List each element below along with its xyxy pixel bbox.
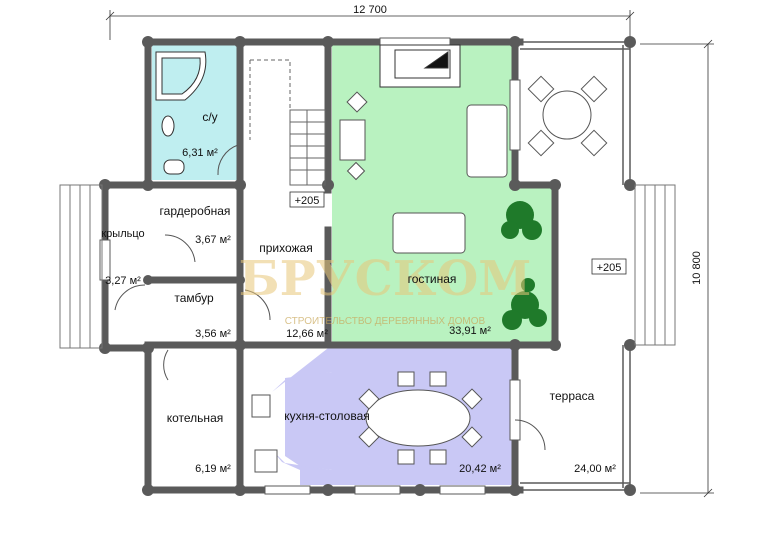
- width-dimension: 12 700: [353, 4, 387, 16]
- porch-steps: [59, 184, 676, 349]
- fireplace: [379, 44, 461, 88]
- living-area: 33,91 м²: [449, 325, 491, 337]
- terrace-level: +205: [597, 262, 622, 274]
- porch-area: 3,27 м²: [105, 275, 141, 287]
- watermark-logo: БРУСКОМ СТРОИТЕЛЬСТВО ДЕРЕВЯННЫХ ДОМОВ: [239, 251, 532, 327]
- terrace-area: 24,00 м²: [574, 463, 616, 475]
- watermark-brand: БРУСКОМ: [239, 251, 532, 307]
- kitchen-area: 20,42 м²: [459, 463, 501, 475]
- hallway-label: прихожая: [259, 241, 312, 255]
- terrace-table: [527, 75, 608, 157]
- boiler-area: 6,19 м²: [195, 463, 231, 475]
- wardrobe-label: гардеробная: [160, 204, 231, 218]
- bathroom-fixtures: [155, 51, 207, 175]
- watermark-tagline: СТРОИТЕЛЬСТВО ДЕРЕВЯННЫХ ДОМОВ: [285, 316, 486, 327]
- hallway-area: 12,66 м²: [286, 328, 328, 340]
- plants: [501, 201, 547, 330]
- terrace-railing: [520, 41, 631, 491]
- doors: [114, 144, 546, 451]
- bathroom-area: 6,31 м²: [182, 147, 218, 159]
- height-dimension: 10 800: [691, 251, 703, 285]
- stairs: [249, 59, 326, 186]
- wall-posts: [99, 36, 636, 496]
- living-label: гостиная: [408, 272, 457, 286]
- living-furniture: [339, 91, 508, 254]
- hall-level-box: [289, 191, 325, 208]
- kitchen-label: кухня-столовая: [284, 409, 370, 423]
- terrace-level-box: [591, 258, 627, 275]
- boiler-label: котельная: [167, 411, 223, 425]
- terrace-label: терраса: [550, 389, 595, 403]
- hall-level: +205: [295, 195, 320, 207]
- porch-label: крыльцо: [101, 228, 144, 240]
- vestibule-area: 3,56 м²: [195, 328, 231, 340]
- wardrobe-area: 3,67 м²: [195, 234, 231, 246]
- vestibule-label: тамбур: [174, 291, 214, 305]
- dining-table: [251, 371, 483, 473]
- kitchen-counter-fill: [285, 372, 332, 470]
- bathroom-label: с/у: [202, 110, 217, 124]
